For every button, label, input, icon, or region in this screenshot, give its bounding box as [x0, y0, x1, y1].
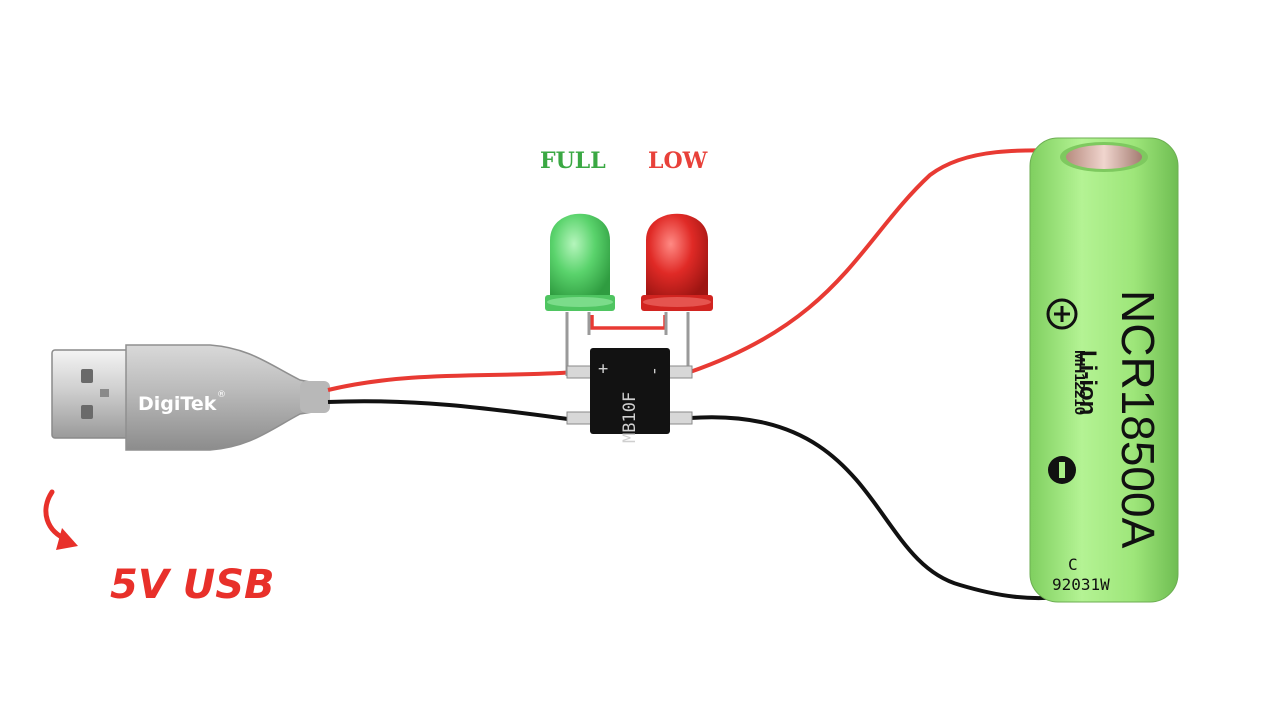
battery-model-label: NCR18500A	[1112, 290, 1164, 549]
battery-letter-label: C	[1068, 555, 1078, 574]
chip-model-label: MB10F	[620, 392, 640, 443]
full-indicator-label: FULL	[540, 148, 606, 174]
battery-cell: NCR18500A Li-ion MH12210 C 92031W	[1029, 137, 1179, 603]
wires	[327, 148, 1101, 601]
usb-voltage-label: 5V USB	[110, 562, 275, 608]
chip-minus-marking: -	[645, 366, 665, 376]
battery-plus-icon	[1046, 298, 1078, 330]
curved-arrow-icon	[43, 489, 78, 550]
chip-plus-marking: +	[598, 359, 608, 379]
battery-black-wire	[689, 415, 1061, 601]
usb-red-wire	[327, 370, 576, 392]
usb-brand-label: DigiTek	[138, 393, 217, 415]
usb-black-wire	[327, 399, 576, 422]
low-indicator-label: LOW	[648, 148, 708, 174]
led-jumper-wire	[590, 315, 667, 330]
usb-brand-trademark: ®	[217, 390, 226, 400]
bridge-rectifier-chip: + - MB10F	[566, 348, 693, 443]
red-led	[641, 213, 713, 376]
battery-code-label: 92031W	[1052, 575, 1110, 594]
battery-subcode-label: MH12210	[1071, 350, 1088, 415]
green-led	[545, 213, 615, 376]
usb-connector: DigiTek ®	[51, 344, 330, 451]
battery-chemistry-label: Li-ion	[1074, 350, 1101, 415]
battery-red-wire	[689, 148, 1101, 374]
battery-minus-icon	[1048, 456, 1076, 484]
